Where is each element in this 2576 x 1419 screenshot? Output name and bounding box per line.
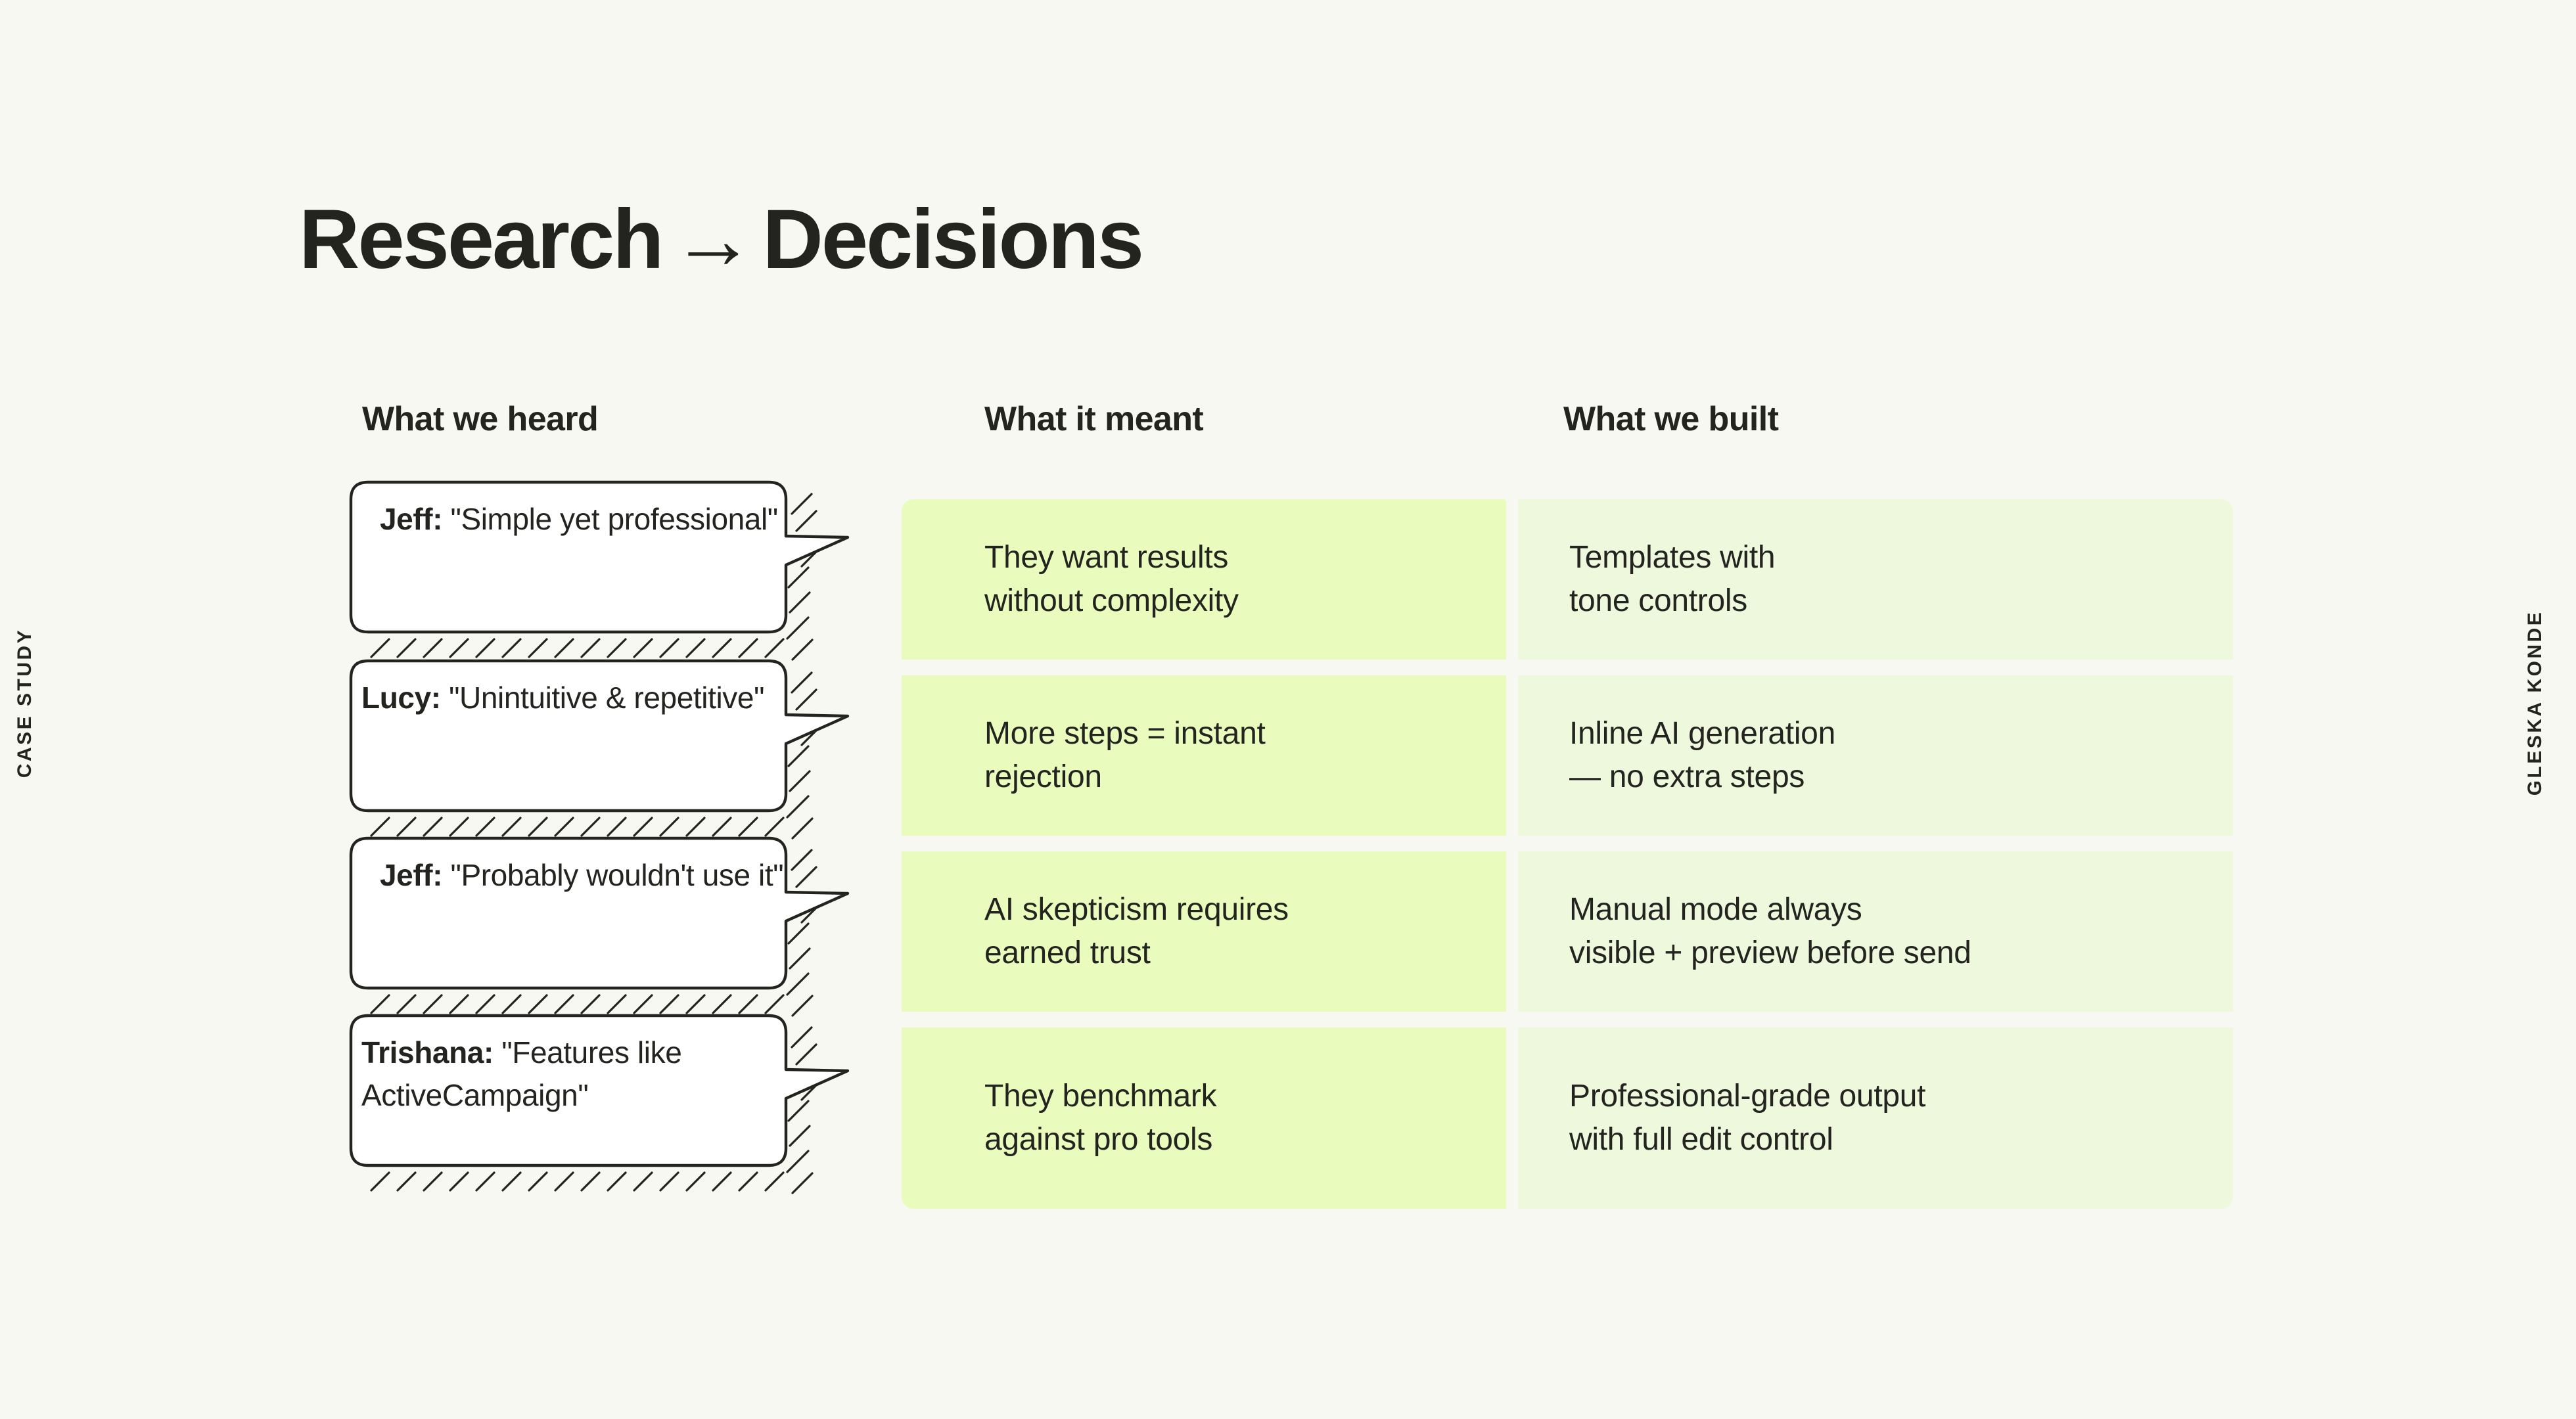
column-header-what-we-built: What we built xyxy=(1563,400,1779,438)
quote-bubble: Jeff: "Simple yet professional" xyxy=(348,480,874,661)
column-header-what-we-heard: What we heard xyxy=(362,400,599,438)
quote-bubble: Trishana: "Features like ActiveCampaign" xyxy=(348,1013,874,1194)
arrow-right-icon: → xyxy=(671,192,755,286)
speech-bubble-shape xyxy=(349,1014,850,1194)
speech-bubble-shape xyxy=(349,659,850,840)
page-title-after: Decisions xyxy=(762,192,1144,286)
quote-speaker: Jeff: xyxy=(380,858,443,892)
quote-body: "Unintuitive & repetitive" xyxy=(449,681,765,715)
quote-speaker: Lucy: xyxy=(361,681,441,715)
quote-bubble-column: Jeff: "Simple yet professional" xyxy=(348,480,874,1215)
speech-bubble-shape xyxy=(349,836,850,1017)
page-title-before: Research xyxy=(299,192,664,286)
quote-body: "Simple yet professional" xyxy=(450,502,779,536)
built-cell: Inline AI generation— no extra steps xyxy=(1518,675,2233,836)
quote-body: "Features like ActiveCampaign" xyxy=(361,1035,682,1113)
built-text: Inline AI generation— no extra steps xyxy=(1569,715,1835,794)
quote-speaker: Trishana: xyxy=(361,1035,494,1070)
quote-text: Jeff: "Probably wouldn't use it" xyxy=(380,854,794,897)
quote-bubble: Jeff: "Probably wouldn't use it" xyxy=(348,836,874,1017)
quote-bubble: Lucy: "Unintuitive & repetitive" xyxy=(348,658,874,840)
column-header-what-it-meant: What it meant xyxy=(984,400,1204,438)
page-title: Research→Decisions xyxy=(299,197,1144,282)
quote-text: Lucy: "Unintuitive & repetitive" xyxy=(361,677,795,719)
quote-text: Trishana: "Features like ActiveCampaign" xyxy=(361,1031,798,1117)
quote-text: Jeff: "Simple yet professional" xyxy=(380,498,794,541)
quote-body: "Probably wouldn't use it" xyxy=(450,858,784,892)
speech-bubble-shape xyxy=(349,480,850,661)
quote-speaker: Jeff: xyxy=(380,502,443,536)
